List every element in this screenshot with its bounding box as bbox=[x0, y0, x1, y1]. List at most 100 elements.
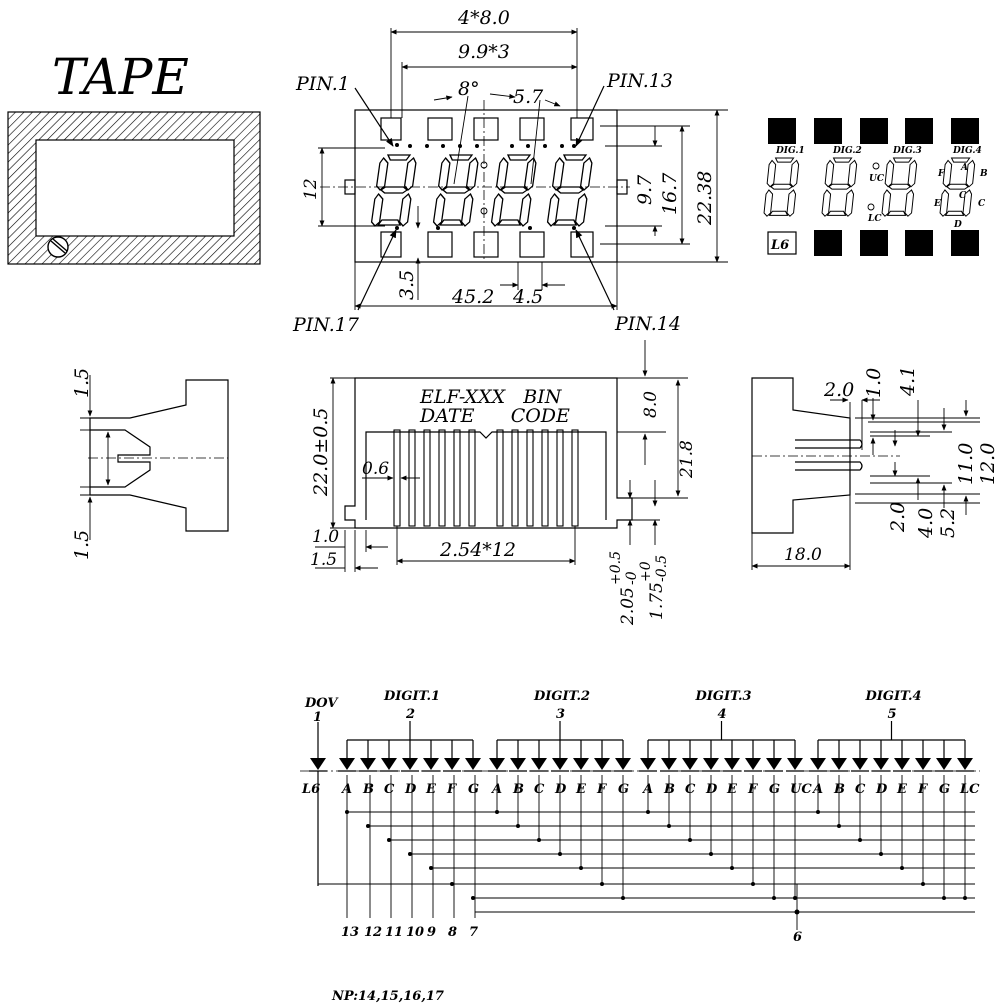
pin1-label: PIN.1 bbox=[295, 73, 350, 95]
segment-label: D bbox=[875, 782, 888, 797]
segment-label: B bbox=[362, 782, 374, 797]
diode-symbol bbox=[402, 758, 418, 770]
dig3-label: DIG.3 bbox=[892, 146, 922, 156]
segment-label: D bbox=[705, 782, 718, 797]
dim-9-7: 9.7 bbox=[634, 174, 656, 205]
seg-e-label: E bbox=[933, 199, 941, 209]
junction-dot bbox=[793, 896, 797, 900]
segment-label: F bbox=[446, 782, 457, 797]
lc-label: LC bbox=[867, 214, 882, 224]
digit-group-pin: 2 bbox=[405, 707, 415, 722]
segment-label: C bbox=[855, 782, 866, 797]
junction-dot bbox=[408, 852, 412, 856]
junction-dot bbox=[579, 866, 583, 870]
tape-view: TAPE bbox=[7, 48, 261, 265]
junction-dot bbox=[600, 882, 604, 886]
digit-group-name: DIGIT.2 bbox=[533, 689, 590, 704]
dim-1-75-tol-top: +0 bbox=[638, 561, 654, 582]
diode-symbol bbox=[339, 758, 355, 770]
junction-dot bbox=[900, 866, 904, 870]
junction-dot bbox=[345, 810, 349, 814]
uc-label: UC bbox=[869, 174, 885, 184]
bottom-pin-label: 10 bbox=[406, 925, 424, 940]
junction-dot bbox=[963, 896, 967, 900]
diode-symbol bbox=[894, 758, 910, 770]
dim-0-6: 0.6 bbox=[362, 459, 389, 479]
right-dim-12-0: 12.0 bbox=[977, 443, 996, 485]
diode-symbol bbox=[489, 758, 505, 770]
segment-label: F bbox=[596, 782, 607, 797]
seg-d-label: D bbox=[953, 220, 962, 230]
dim-22-38: 22.38 bbox=[694, 171, 716, 226]
segment-map: L6 DIG.1 DIG.2 DIG.3 DIG.4 UC LC A B C C… bbox=[763, 118, 988, 256]
dim-2-54x12: 2.54*12 bbox=[439, 539, 516, 561]
diode-symbol bbox=[444, 758, 460, 770]
dig4-label: DIG.4 bbox=[952, 146, 982, 156]
left-dim-bottom: 1.5 bbox=[71, 530, 93, 560]
junction-dot bbox=[621, 896, 625, 900]
segment-label: A bbox=[490, 782, 502, 797]
dim-22-0: 22.0±0.5 bbox=[310, 408, 332, 497]
junction-dot bbox=[429, 866, 433, 870]
seg-b-label: B bbox=[979, 169, 988, 179]
diode-symbol bbox=[640, 758, 656, 770]
diode-symbol bbox=[724, 758, 740, 770]
junction-dot bbox=[921, 882, 925, 886]
segment-label: E bbox=[425, 782, 437, 797]
diode-symbol bbox=[915, 758, 931, 770]
digit-group-name: DIGIT.1 bbox=[383, 689, 440, 704]
dim-1-75: 1.75 bbox=[647, 582, 667, 620]
pin13-label: PIN.13 bbox=[606, 70, 673, 92]
segment-label: C bbox=[685, 782, 696, 797]
left-side-view: 1.5 1.5 bbox=[71, 368, 229, 560]
front-view: PIN.1 PIN.13 PIN.17 PIN.14 4*8.0 9.9*3 8… bbox=[292, 7, 728, 336]
diode-symbol bbox=[787, 758, 803, 770]
diode-symbol bbox=[423, 758, 439, 770]
digit-group-pin: 4 bbox=[718, 707, 727, 722]
right-dim-2-0b: 2.0 bbox=[887, 502, 909, 533]
digit-group-name: DIGIT.3 bbox=[695, 689, 752, 704]
diode-symbol bbox=[745, 758, 761, 770]
dim-8-0: 8.0 bbox=[641, 391, 661, 418]
bottom-pin-label: 9 bbox=[427, 925, 436, 940]
screw-icon bbox=[47, 236, 69, 258]
diode-symbol bbox=[615, 758, 631, 770]
dov-label: DOV bbox=[304, 696, 339, 711]
diode-symbol bbox=[831, 758, 847, 770]
diode-symbol bbox=[465, 758, 481, 770]
segment-label: A bbox=[811, 782, 823, 797]
dim-2-05-tol-bot: -0 bbox=[624, 571, 640, 585]
dim-21-8: 21.8 bbox=[677, 440, 697, 479]
junction-dot bbox=[387, 838, 391, 842]
junction-dot bbox=[879, 852, 883, 856]
segment-label: G bbox=[769, 782, 780, 797]
dim-16-7: 16.7 bbox=[659, 172, 681, 215]
junction-dot bbox=[837, 824, 841, 828]
dim-1-75-tol-bot: -0.5 bbox=[654, 555, 670, 582]
dig2-label: DIG.2 bbox=[832, 146, 862, 156]
right-dim-11-0: 11.0 bbox=[955, 443, 977, 485]
junction-dot bbox=[495, 810, 499, 814]
dim-4x8: 4*8.0 bbox=[457, 7, 510, 29]
junction-dot bbox=[558, 852, 562, 856]
pin17-label: PIN.17 bbox=[292, 314, 360, 336]
diode-symbol bbox=[810, 758, 826, 770]
segment-label: A bbox=[641, 782, 653, 797]
diode-symbol bbox=[682, 758, 698, 770]
seg-c2-label: C bbox=[978, 199, 986, 209]
bottom-pin-label: 12 bbox=[364, 925, 382, 940]
junction-dot bbox=[709, 852, 713, 856]
diode-symbol bbox=[552, 758, 568, 770]
segment-label: UC bbox=[790, 782, 812, 797]
right-dim-5-2: 5.2 bbox=[937, 508, 959, 538]
diode-symbol bbox=[531, 758, 547, 770]
bottom-pin-label: 7 bbox=[469, 925, 478, 940]
dim-5-7: 5.7 bbox=[513, 86, 544, 108]
dim-1-5: 1.5 bbox=[310, 550, 337, 570]
diode-symbol bbox=[510, 758, 526, 770]
dim-9-9x3: 9.9*3 bbox=[458, 41, 510, 63]
bottom-pin-label: 8 bbox=[448, 925, 457, 940]
